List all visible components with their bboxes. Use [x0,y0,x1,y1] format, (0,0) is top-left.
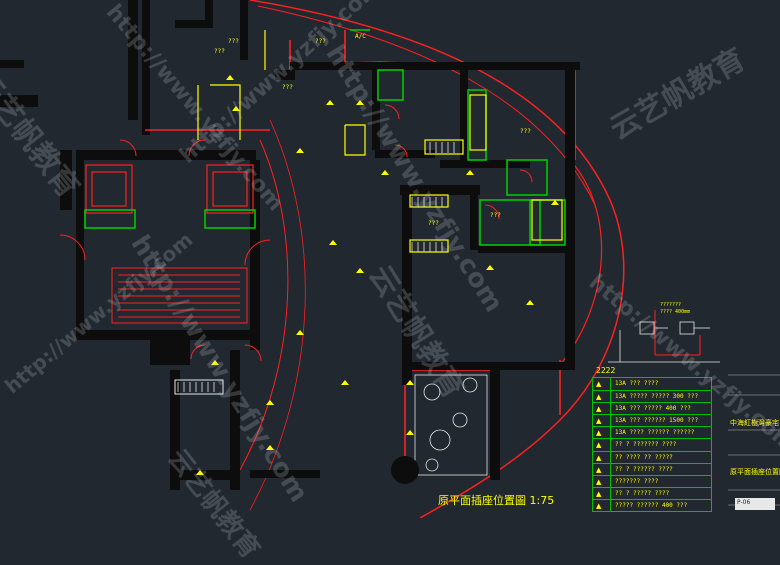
room-tag: ??? [520,128,531,135]
socket-legend-table: ▲ 13A ??? ???? ▲ 13A ????? ????? 300 ??? ▲ 13… [592,377,712,512]
legend-row: ▲ ?? ? ??????? ???? [593,438,711,451]
legend-row: ▲ ?? ? ????? ???? [593,486,711,500]
legend-code: 13A ??? ????? 400 ??? [615,405,691,413]
planter-area [414,374,488,476]
room-partitions [84,29,566,246]
main-walls [275,62,580,480]
legend-code: 13A ???? ?????? ?????? [615,429,695,437]
door-swings [59,104,533,362]
room-tag: ??? [315,38,326,45]
legend-code: ????? ?????? 400 ??? [615,501,688,509]
room-tag: ??? [428,220,439,227]
legend-row: ▲ 13A ???? ?????? ?????? [593,426,711,439]
facade-arc-outer [249,0,625,519]
detail-note: ??????? [660,302,682,308]
legend-code: ?? ???? ?? ????? [615,453,673,461]
facade-arc-left [239,139,289,471]
legend-row: ▲ 13A ????? ????? 300 ??? [593,390,711,403]
legend-symbol-icon: ▲ [596,393,602,402]
facade-arc-lower [559,159,603,366]
legend-symbol-icon: ▲ [596,417,602,426]
floor-plan-drawing [0,0,780,519]
side-panel-swatch [735,498,775,510]
legend-symbol-icon: ▲ [596,501,602,510]
legend-symbol-icon: ▲ [596,477,602,486]
detail-symbols [608,321,720,363]
lift-cars [85,164,254,214]
legend-row: ▲ 13A ??? ???? [593,378,711,390]
legend-heading: 2222 [596,366,616,375]
drawing-title: 原平面插座位置圖 1:75 [438,494,555,507]
legend-symbol-icon: ▲ [596,465,602,474]
core-walls [0,0,320,490]
sheet-number: P-06 [737,499,751,506]
legend-row: ▲ ????? ?????? 400 ??? [593,498,711,512]
legend-symbol-icon: ▲ [596,405,602,414]
stair [111,267,248,395]
detail-dimension: ???? 400mm [660,309,691,315]
legend-code: ?? ? ?????? ???? [615,465,673,473]
project-label: 中海紅樹灣豪宅 [730,419,779,427]
legend-code: ?? ? ????? ???? [615,489,670,497]
legend-row: ▲ 13A ??? ????? 400 ??? [593,402,711,415]
legend-code: ??????? ???? [615,477,659,485]
socket-markers [196,75,559,475]
yellow-fixtures [197,30,563,253]
legend-row: ▲ ?? ? ?????? ???? [593,462,711,476]
legend-code: 13A ????? ????? 300 ??? [615,393,699,401]
column-round [391,456,419,484]
room-tag: ??? [282,84,293,91]
legend-row: ▲ 13A ??? ?????? 1500 ??? [593,414,711,427]
sheet-label: 原平面插座位置圖 [730,468,780,476]
detail-accent [654,310,701,356]
legend-code: 13A ??? ???? [615,380,659,387]
facade-arc-left2 [249,119,306,511]
legend-code: ?? ? ??????? ???? [615,441,677,449]
legend-symbol-icon: ▲ [596,441,602,450]
room-tag: ??? [228,38,239,45]
legend-symbol-icon: ▲ [596,453,602,462]
legend-code: 13A ??? ?????? 1500 ??? [615,417,699,425]
room-tag: ??? [490,212,501,219]
legend-symbol-icon: ▲ [596,429,602,438]
legend-symbol-icon: ▲ [596,489,602,498]
shelf-hatch [177,142,455,392]
legend-row: ▲ ?? ???? ?? ????? [593,450,711,464]
room-tag: A/C [355,33,366,40]
legend-divider [610,378,611,511]
legend-row: ▲ ??????? ???? [593,474,711,488]
room-tag: ??? [214,48,225,55]
legend-symbol-icon: ▲ [596,380,602,388]
